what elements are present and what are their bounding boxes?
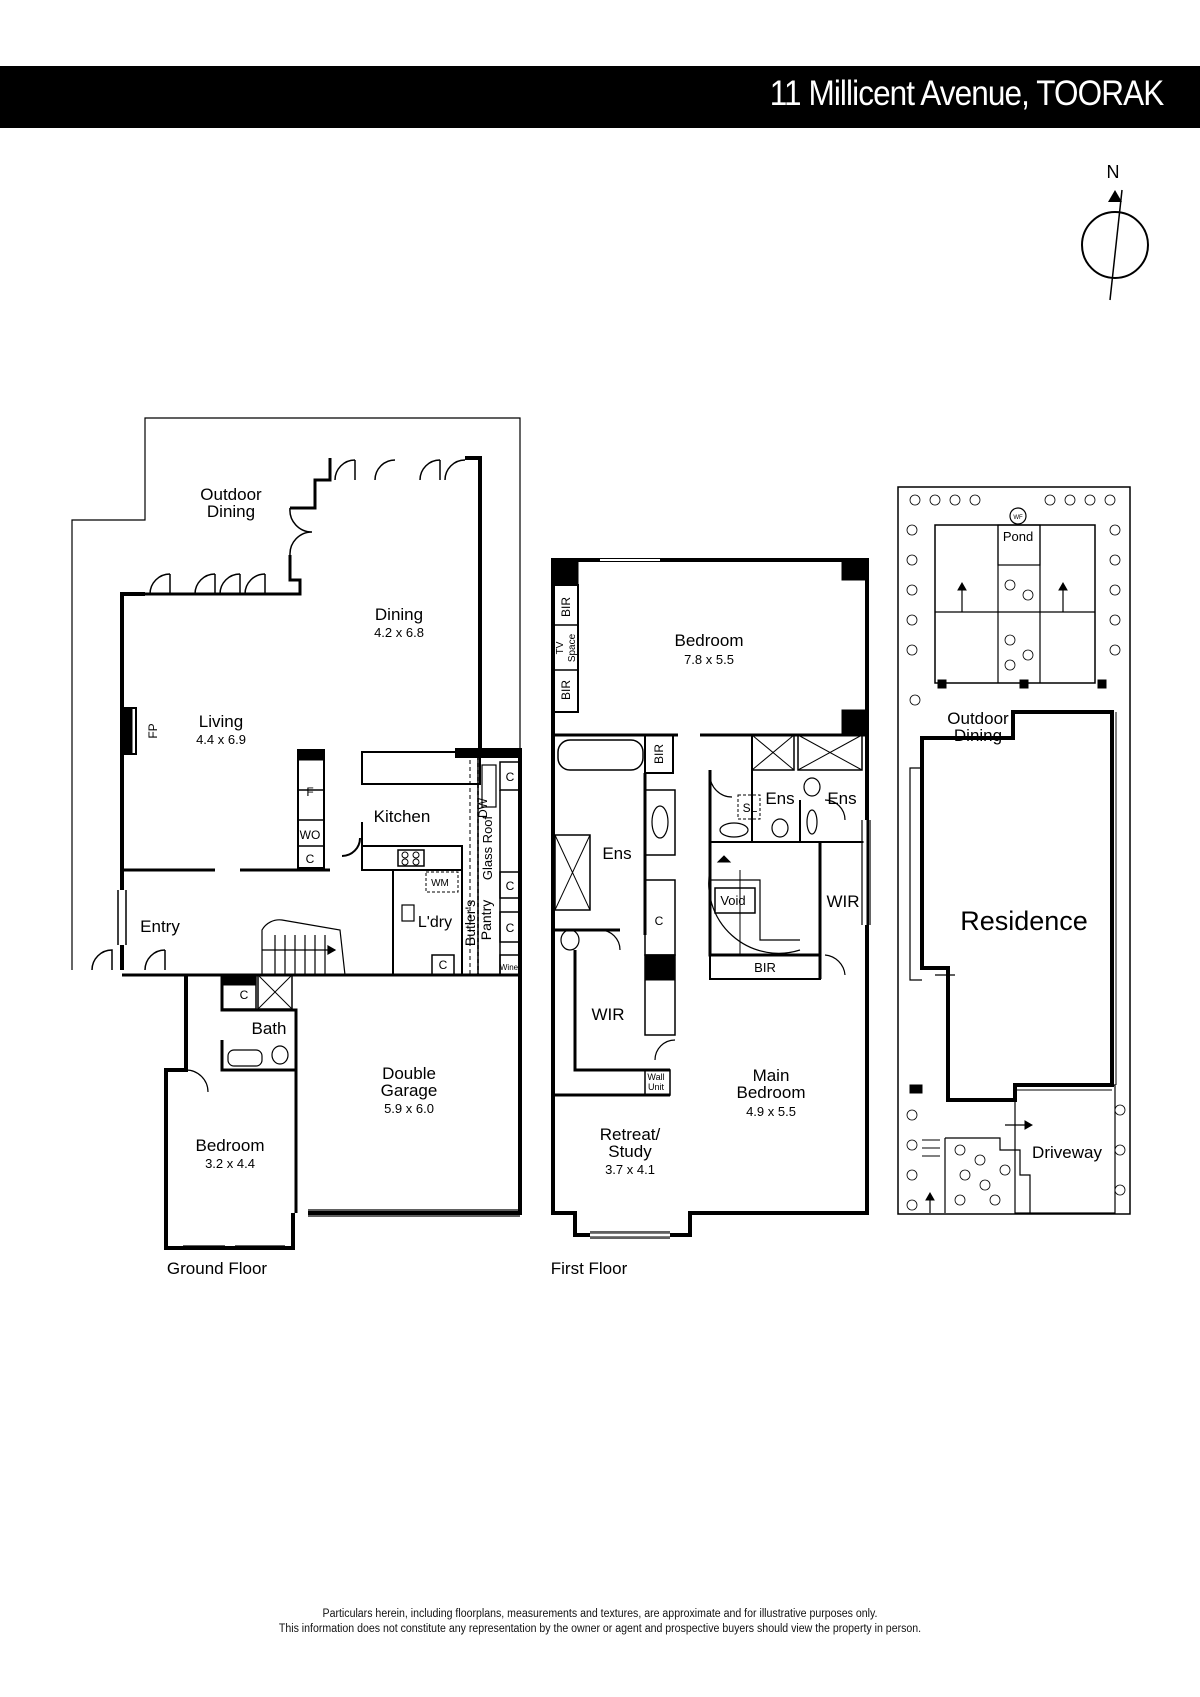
bir-label-1: BIR — [559, 597, 573, 617]
washing-machine-label: WM — [431, 878, 449, 889]
gf-cupboard-label-4: C — [506, 770, 515, 784]
ff-bedroom-label: Bedroom — [675, 631, 744, 650]
retreat-size: 3.7 x 4.1 — [605, 1162, 655, 1177]
gf-cupboard-label-1: C — [306, 852, 315, 866]
ens-label-2: Ens — [765, 789, 794, 808]
site-outdoor-dining-label-1: Outdoor — [947, 709, 1009, 728]
gf-cupboard-label-3: C — [439, 958, 448, 972]
gf-cupboard-label-6: C — [506, 921, 515, 935]
north-compass-icon: N — [1081, 162, 1149, 301]
wir-label-1: WIR — [826, 892, 859, 911]
dining-label: Dining — [375, 605, 423, 624]
wall-oven-label: WO — [300, 828, 321, 842]
site-plan — [897, 486, 1131, 1215]
butlers-pantry-label-2: Pantry — [478, 900, 494, 940]
fireplace-label: FP — [146, 723, 160, 738]
tv-space-label-1: TV — [555, 641, 566, 654]
bir-label-4: BIR — [754, 960, 776, 975]
disclaimer-line-1: Particulars herein, including floorplans… — [322, 1608, 878, 1620]
gf-cupboard-label-5: C — [506, 879, 515, 893]
retreat-label-1: Retreat/ — [600, 1125, 661, 1144]
fridge-label: F — [306, 785, 313, 799]
main-bedroom-size: 4.9 x 5.5 — [746, 1104, 796, 1119]
header-bar: 11 Millicent Avenue, TOORAK — [0, 66, 1200, 128]
laundry-label: L'dry — [418, 914, 452, 931]
kitchen-label: Kitchen — [374, 807, 431, 826]
living-size: 4.4 x 6.9 — [196, 732, 246, 747]
first-floor-caption: First Floor — [551, 1259, 628, 1278]
living-label: Living — [199, 712, 243, 731]
entry-label: Entry — [140, 917, 180, 936]
wir-label-2: WIR — [591, 1005, 624, 1024]
compass-n-label: N — [1107, 162, 1120, 182]
site-outdoor-dining-label-2: Dining — [954, 726, 1002, 745]
wf-label: WF — [1013, 515, 1023, 521]
ground-floor-caption: Ground Floor — [167, 1259, 267, 1278]
ens-label-3: Ens — [827, 789, 856, 808]
gf-bedroom-size: 3.2 x 4.4 — [205, 1156, 255, 1171]
gf-outdoor-dining-label-1: Outdoor — [200, 485, 262, 504]
garage-label-1: Double — [382, 1064, 436, 1083]
wall-unit-label-1: Wall — [647, 1072, 664, 1082]
ens-label-1: Ens — [602, 844, 631, 863]
main-bedroom-label-2: Bedroom — [737, 1083, 806, 1102]
ff-cupboard-label: C — [655, 914, 664, 928]
gf-cupboard-label-2: C — [240, 988, 249, 1002]
butlers-pantry-label-1: Butler's — [462, 900, 478, 946]
main-bedroom-label-1: Main — [753, 1066, 790, 1085]
disclaimer: Particulars herein, including floorplans… — [48, 1607, 1152, 1637]
plan-labels: Outdoor Dining Dining 4.2 x 6.8 Living 4… — [140, 485, 1102, 1278]
residence-label: Residence — [960, 906, 1088, 936]
garage-size: 5.9 x 6.0 — [384, 1101, 434, 1116]
garage-label-2: Garage — [381, 1081, 438, 1100]
driveway-label: Driveway — [1032, 1143, 1102, 1162]
gf-bedroom-label: Bedroom — [196, 1136, 265, 1155]
glass-roof-label: Glass Roof — [480, 815, 495, 880]
bir-label-2: BIR — [559, 680, 573, 700]
disclaimer-line-2: This information does not constitute any… — [278, 1623, 922, 1635]
retreat-label-2: Study — [608, 1142, 652, 1161]
property-address: 11 Millicent Avenue, TOORAK — [769, 74, 1163, 113]
bir-label-3: BIR — [652, 744, 666, 764]
pond-label: Pond — [1003, 529, 1033, 544]
wall-unit-label-2: Unit — [648, 1082, 665, 1092]
ff-bedroom-size: 7.8 x 5.5 — [684, 652, 734, 667]
ground-floor-plan — [71, 417, 522, 1250]
dining-size: 4.2 x 6.8 — [374, 625, 424, 640]
dishwasher-label: DW — [476, 797, 490, 818]
first-floor-plan — [551, 558, 871, 1239]
bath-label: Bath — [252, 1019, 287, 1038]
gf-outdoor-dining-label-2: Dining — [207, 502, 255, 521]
void-label: Void — [720, 893, 745, 908]
wine-label: Wine — [500, 963, 519, 972]
sl-label: SL — [743, 801, 758, 815]
tv-space-label-2: Space — [567, 633, 578, 662]
